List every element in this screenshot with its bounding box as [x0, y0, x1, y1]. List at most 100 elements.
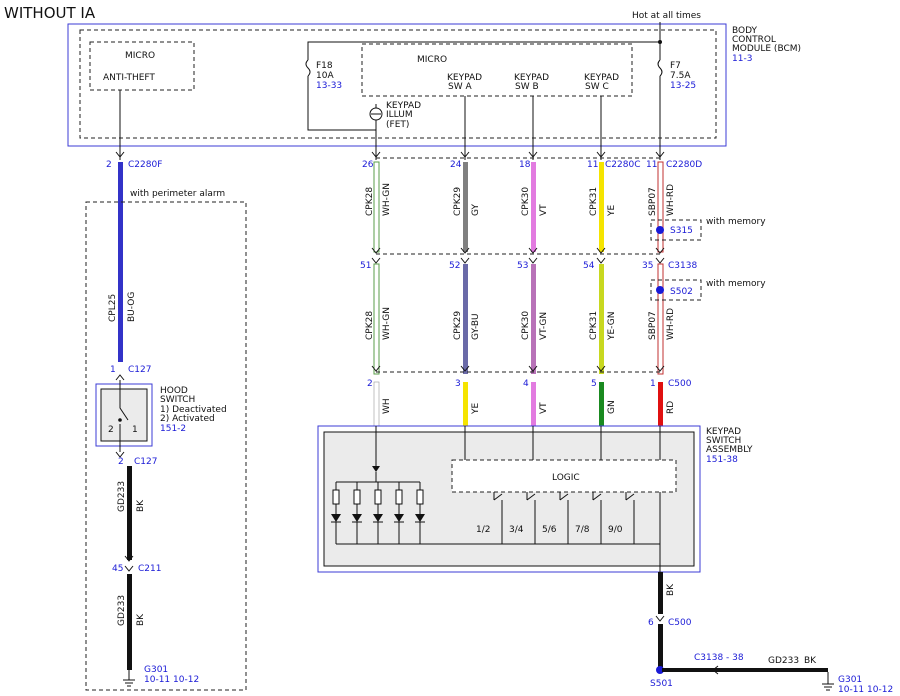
- micro-anti-theft-box: [89, 41, 195, 91]
- hood-switch-pivot: [118, 418, 122, 422]
- pin-18: 18: [519, 160, 531, 170]
- wire-rd-label: RD: [666, 401, 676, 414]
- pin-45: 45: [112, 564, 123, 574]
- connector-c500-lower: C500: [668, 618, 692, 628]
- connector-c2280c: C2280C: [605, 160, 640, 170]
- pin-4: 4: [523, 379, 529, 389]
- wire-cpk31b-circuit: CPK31: [589, 311, 599, 340]
- pin-54: 54: [583, 261, 595, 271]
- pin-6: 6: [648, 618, 654, 628]
- wire-cpk31a-color: YE: [607, 205, 617, 217]
- pin-1-c500: 1: [650, 379, 656, 389]
- f18-rating: 10A: [316, 71, 334, 81]
- micro-left-label: MICRO: [125, 51, 155, 61]
- c500-lower-chevron: [655, 615, 665, 622]
- keypad-assembly-line-1: KEYPAD: [706, 427, 741, 437]
- led-array: [332, 482, 424, 514]
- wire-cpk30-lower: [531, 264, 536, 374]
- wire-cpk31-lower: [599, 264, 604, 374]
- wire-bk-main-label: BK: [666, 583, 676, 596]
- wire-rd: [658, 382, 663, 426]
- connector-c2280f: C2280F: [128, 160, 162, 170]
- s502-splice-dot: [656, 286, 664, 294]
- key-9-0: 9/0: [608, 525, 623, 535]
- wire-sbp07a-circuit: SBP07: [648, 187, 658, 216]
- pin-35: 35: [642, 261, 653, 271]
- s502-label: S502: [670, 287, 693, 297]
- wire-cpl25-circuit: CPL25: [108, 294, 118, 322]
- bcm-name-line-2: CONTROL: [732, 35, 776, 45]
- keypad-ground-bus: [336, 426, 661, 572]
- keypad-assembly-line-3: ASSEMBLY: [706, 445, 753, 455]
- bcm-name-line-1: BODY: [732, 26, 758, 36]
- g301-left-name: G301: [144, 665, 168, 675]
- wire-gd233-horizontal: [662, 668, 828, 672]
- keypad-illum-label-2: ILLUM: [386, 110, 413, 120]
- wire-sbp07b-circuit: SBP07: [648, 311, 658, 340]
- wire-cpk28a-circuit: CPK28: [365, 187, 375, 216]
- logic-label: LOGIC: [552, 473, 580, 483]
- wire-cpk31-upper: [599, 162, 604, 252]
- hood-switch-pin-2: 2: [108, 425, 114, 435]
- micro-right-label: MICRO: [417, 55, 447, 65]
- hood-switch-line-3: 1) Deactivated: [160, 405, 227, 415]
- f7-fuse-icon: [657, 59, 663, 77]
- connector-c2280d: C2280D: [666, 160, 702, 170]
- wire-cpk28a-color: WH-GN: [382, 183, 392, 216]
- c127-lower-chevron: [115, 451, 125, 458]
- wire-sbp07-upper: [657, 161, 664, 253]
- wire-cpk28b-circuit: CPK28: [365, 311, 375, 340]
- wire-sbp07-lower: [657, 263, 664, 375]
- wire-cpk30a-color: VT: [539, 204, 549, 216]
- hot-at-all-times-label: Hot at all times: [632, 11, 701, 21]
- c127-upper-chevron: [115, 374, 125, 381]
- wire-ye: [463, 382, 468, 426]
- keypad-illum-fet-gate: [371, 104, 381, 160]
- bcm-inner-dashed-box: [79, 29, 717, 139]
- wire-gd233b-circuit: GD233: [117, 595, 127, 626]
- pin-24: 24: [450, 160, 462, 170]
- led-diodes: [331, 514, 425, 522]
- bcm-ref: 11-3: [732, 54, 752, 64]
- wire-cpk28-lower: [373, 263, 380, 375]
- illum-diode-icon: [372, 466, 380, 472]
- bcm-outer-box: [67, 23, 727, 147]
- ground-icon-left: [123, 670, 135, 687]
- f18-fuse-icon: [305, 59, 311, 77]
- pin-2-top: 2: [106, 160, 112, 170]
- wire-cpk30-upper: [531, 162, 536, 252]
- hood-switch-contacts: [119, 380, 129, 452]
- hood-switch-line-1: HOOD: [160, 386, 188, 396]
- wire-gd233-lower: [127, 574, 132, 670]
- wire-cpk29a-circuit: CPK29: [453, 187, 463, 216]
- ground-icon-right: [822, 672, 834, 691]
- s315-dashed-box: [650, 219, 702, 241]
- wire-cpk29-lower: [463, 264, 468, 374]
- pin-11b: 11: [646, 160, 657, 170]
- keypad-illum-label-3: (FET): [386, 120, 409, 130]
- key-switches: [493, 492, 635, 544]
- wire-bk-lower: [658, 624, 663, 670]
- g301-right-name: G301: [838, 675, 862, 685]
- hood-switch-pin-1: 1: [132, 425, 138, 435]
- keypad-assembly-outer-box: [317, 425, 701, 573]
- s315-label: S315: [670, 226, 693, 236]
- perimeter-alarm-label: with perimeter alarm: [130, 189, 225, 199]
- connector-c3138-38: C3138 - 38: [694, 653, 744, 663]
- wire-cpk31a-circuit: CPK31: [589, 187, 599, 216]
- keypad-sw-c-label-2: SW C: [585, 82, 609, 92]
- pin-3: 3: [455, 379, 461, 389]
- led-cathode-lines: [331, 521, 425, 544]
- wire-bk-main: [658, 572, 663, 614]
- c211-chevrons: [124, 555, 134, 572]
- connector-c3138: C3138: [668, 261, 697, 271]
- wire-wh-label: WH: [382, 398, 392, 414]
- connector-c211: C211: [138, 564, 161, 574]
- key-5-6: 5/6: [542, 525, 557, 535]
- pin-51: 51: [360, 261, 371, 271]
- g301-right-refs: 10-11 10-12: [838, 685, 893, 695]
- wire-ye-label: YE: [471, 403, 481, 415]
- wire-cpl25: [118, 162, 123, 362]
- anti-theft-label: ANTI-THEFT: [103, 73, 155, 83]
- wire-cpk31b-color: YE-GN: [607, 312, 617, 341]
